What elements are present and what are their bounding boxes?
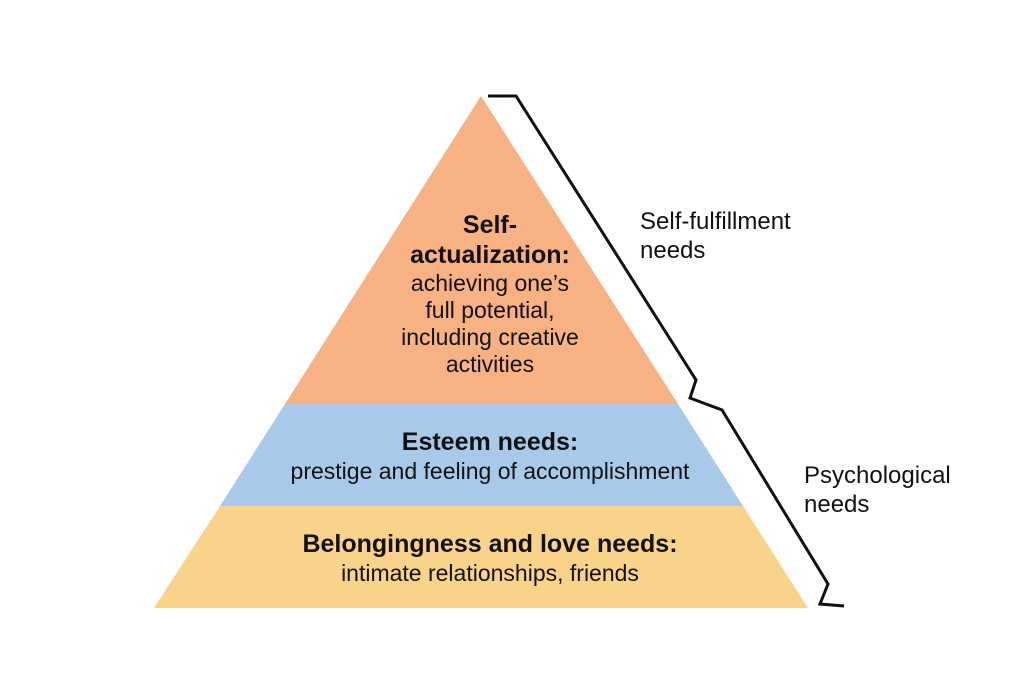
bracket-label-self-fulfillment-line1: Self-fulfillment xyxy=(640,208,791,235)
tier-belongingness-desc: intimate relationships, friends xyxy=(341,559,639,586)
tier-self-actualization-desc-line2: full potential, xyxy=(425,297,555,324)
tier-self-actualization-shape xyxy=(285,96,678,404)
bracket-psychological xyxy=(705,402,845,608)
bracket-label-psychological-line1: Psychological xyxy=(804,462,951,489)
bracket-label-self-fulfillment-line2: needs xyxy=(640,236,706,264)
tier-self-actualization-desc-line1: achieving one’s xyxy=(410,270,570,296)
tier-belongingness-title: Belongingness and love needs: xyxy=(302,530,678,558)
bracket-self-fulfillment xyxy=(488,94,707,406)
tier-belongingness: Belongingness and love needs: intimate r… xyxy=(200,530,780,587)
tier-belongingness-shape xyxy=(154,506,808,608)
tier-esteem-desc: prestige and feeling of accomplishment xyxy=(290,457,690,484)
tier-self-actualization-desc-line3: including creative xyxy=(401,324,579,351)
bracket-label-self-fulfillment: Self-fulfillment needs xyxy=(640,208,791,266)
bracket-label-psychological: Psychological needs xyxy=(804,462,951,520)
tier-self-actualization: Self- actualization: achieving one’s ful… xyxy=(340,210,640,379)
tier-self-actualization-title-line1: Self- xyxy=(462,211,518,239)
bracket-label-psychological-line2: needs xyxy=(804,490,870,518)
tier-esteem: Esteem needs: prestige and feeling of ac… xyxy=(220,428,760,485)
tier-self-actualization-desc-line4: activities xyxy=(445,351,535,378)
tier-esteem-title: Esteem needs: xyxy=(401,428,579,456)
tier-esteem-shape xyxy=(220,404,743,506)
tier-self-actualization-title-line2: actualization: xyxy=(410,241,570,269)
